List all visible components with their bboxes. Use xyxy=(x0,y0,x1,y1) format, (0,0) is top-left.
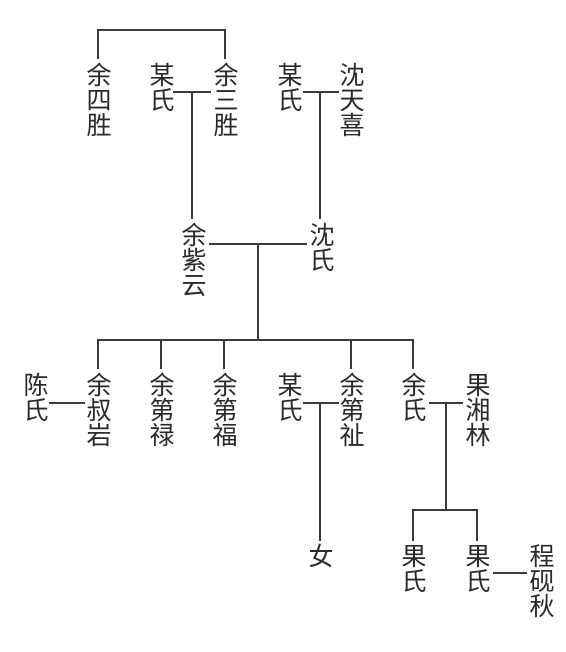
person-moushi-1: 某氏 xyxy=(146,62,175,112)
person-moushi-2: 某氏 xyxy=(274,62,303,112)
person-guoshi-1: 果氏 xyxy=(398,543,427,593)
person-moushi-3: 某氏 xyxy=(274,372,303,422)
person-yushi: 余氏 xyxy=(398,372,427,422)
person-shenshi: 沈氏 xyxy=(306,222,335,272)
person-yu-sisheng: 余四胜 xyxy=(83,62,112,137)
person-yu-ziyun: 余紫云 xyxy=(178,222,207,297)
person-guo-xianglin: 果湘林 xyxy=(462,372,491,447)
person-yu-shuyan: 余叔岩 xyxy=(83,372,112,447)
person-yu-difu: 余第福 xyxy=(209,372,238,447)
person-nv: 女 xyxy=(305,543,334,568)
person-chenshi: 陈氏 xyxy=(20,372,49,422)
person-yu-dilu: 余第禄 xyxy=(146,372,175,447)
person-shen-tianxi: 沈天喜 xyxy=(336,62,365,137)
person-yu-dizhi: 余第祉 xyxy=(336,372,365,447)
person-guoshi-2: 果氏 xyxy=(462,543,491,593)
person-cheng-yanqiu: 程砚秋 xyxy=(526,543,555,618)
person-yu-sansheng: 余三胜 xyxy=(210,62,239,137)
